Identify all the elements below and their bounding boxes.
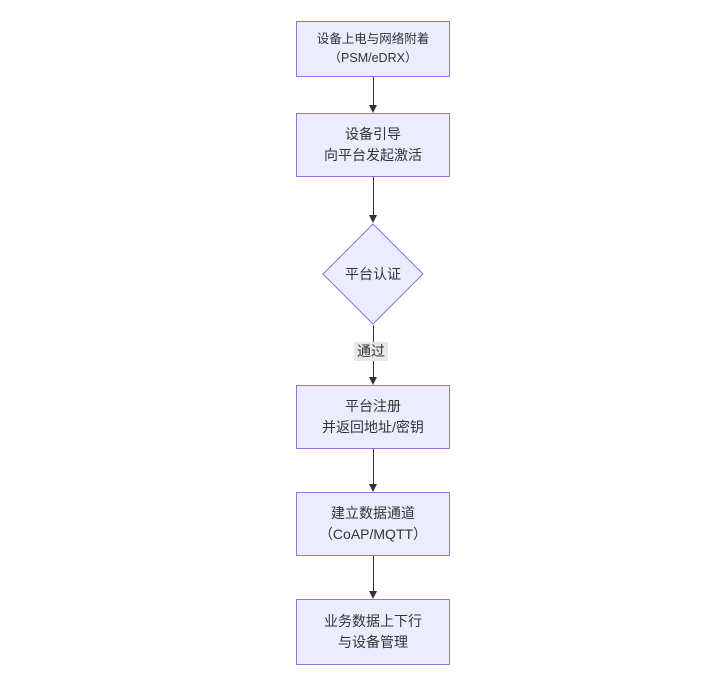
edge-label-pass: 通过: [354, 342, 388, 361]
node-auth-decision: 平台认证: [322, 223, 424, 325]
node-channel: 建立数据通道 （CoAP/MQTT）: [296, 492, 450, 556]
node-label-line: 业务数据上下行: [324, 613, 422, 629]
node-power-attach: 设备上电与网络附着 （PSM/eDRX）: [296, 21, 450, 77]
arrow-line: [373, 556, 374, 593]
node-label-line: 与设备管理: [338, 634, 408, 650]
node-business: 业务数据上下行 与设备管理: [296, 599, 450, 665]
arrow-power-to-bootstrap: [369, 77, 378, 113]
node-register: 平台注册 并返回地址/密钥: [296, 385, 450, 449]
node-label-line: 平台认证: [345, 266, 401, 282]
arrowhead-icon: [369, 591, 377, 599]
node-label-line: 设备引导: [345, 126, 401, 142]
arrow-register-to-channel: [369, 449, 378, 492]
arrowhead-icon: [369, 215, 377, 223]
node-label-line: 向平台发起激活: [324, 147, 422, 163]
arrow-line: [373, 177, 374, 217]
arrowhead-icon: [369, 105, 377, 113]
node-label-line: 平台注册: [345, 398, 401, 414]
arrow-bootstrap-to-auth: [369, 177, 378, 223]
arrow-channel-to-business: [369, 556, 378, 599]
arrow-line: [373, 449, 374, 486]
node-label-line: （PSM/eDRX）: [328, 51, 418, 65]
arrowhead-icon: [369, 484, 377, 492]
node-label-line: 并返回地址/密钥: [322, 419, 424, 435]
node-label-line: 建立数据通道: [331, 505, 415, 521]
arrowhead-icon: [369, 377, 377, 385]
node-bootstrap: 设备引导 向平台发起激活: [296, 113, 450, 177]
node-label-line: （CoAP/MQTT）: [318, 526, 428, 542]
decision-diamond-shape: [322, 223, 424, 325]
arrow-line: [373, 77, 374, 107]
node-label-line: 设备上电与网络附着: [316, 32, 430, 46]
